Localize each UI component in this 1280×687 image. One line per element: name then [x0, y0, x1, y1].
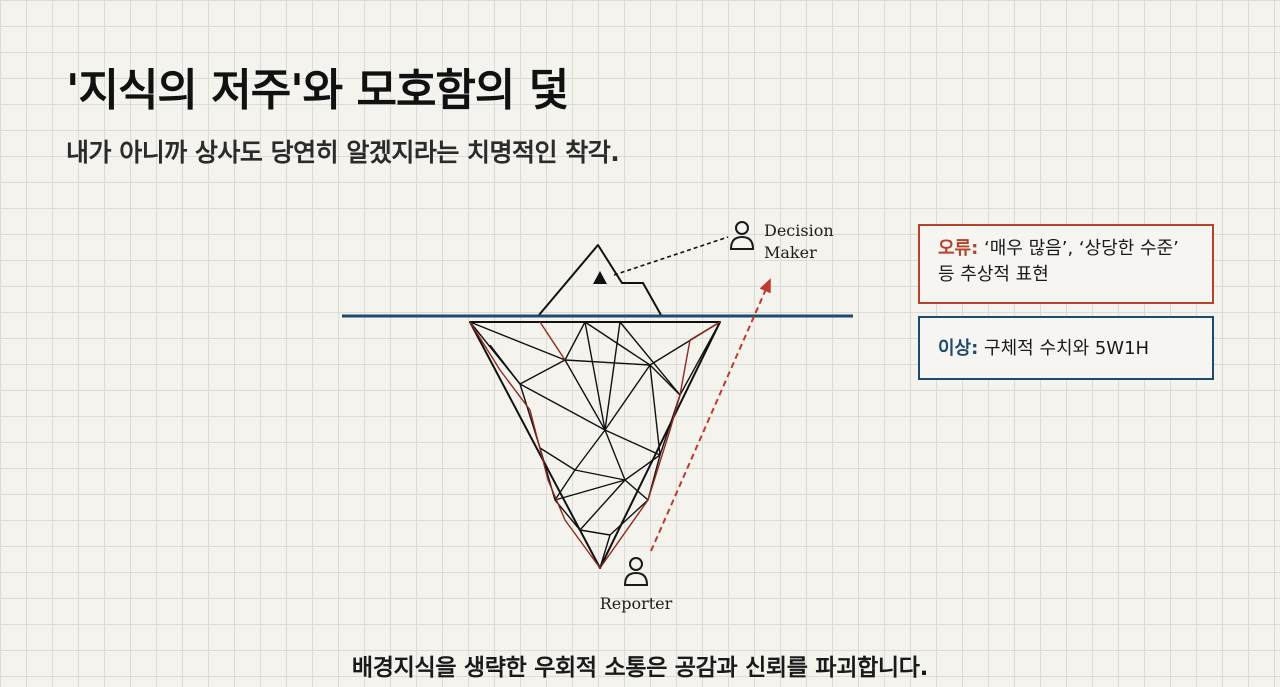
slide-title: '지식의 저주'와 모호함의 덫 — [66, 65, 569, 116]
decision-maker-label-line1: Decision — [764, 221, 834, 240]
decision-maker-person-icon — [729, 221, 755, 250]
decision-pointer-icon — [593, 271, 607, 284]
error-card: 오류: ‘매우 많음’, ‘상당한 수준’ 등 추상적 표현 — [918, 224, 1214, 304]
report-arrow — [650, 278, 771, 552]
iceberg-tip — [538, 244, 662, 316]
error-key: 오류: — [938, 238, 979, 259]
iceberg-submerged — [469, 321, 721, 569]
reporter-person-icon — [623, 557, 649, 586]
error-text: ‘매우 많음’, ‘상당한 수준’ 등 추상적 표현 — [938, 238, 1179, 286]
reporter-label: Reporter — [600, 594, 673, 613]
ideal-card: 이상: 구체적 수치와 5W1H — [918, 316, 1214, 380]
ideal-key: 이상: — [938, 338, 979, 359]
dashed-pointer-line — [613, 236, 729, 276]
slide-subtitle: 내가 아니까 상사도 당연히 알겠지라는 치명적인 착각. — [66, 138, 620, 167]
footer-caption: 배경지식을 생략한 우회적 소통은 공감과 신뢰를 파괴합니다. — [351, 655, 929, 681]
ideal-text: 구체적 수치와 5W1H — [978, 338, 1150, 359]
decision-maker-label-line2: Maker — [764, 243, 817, 262]
